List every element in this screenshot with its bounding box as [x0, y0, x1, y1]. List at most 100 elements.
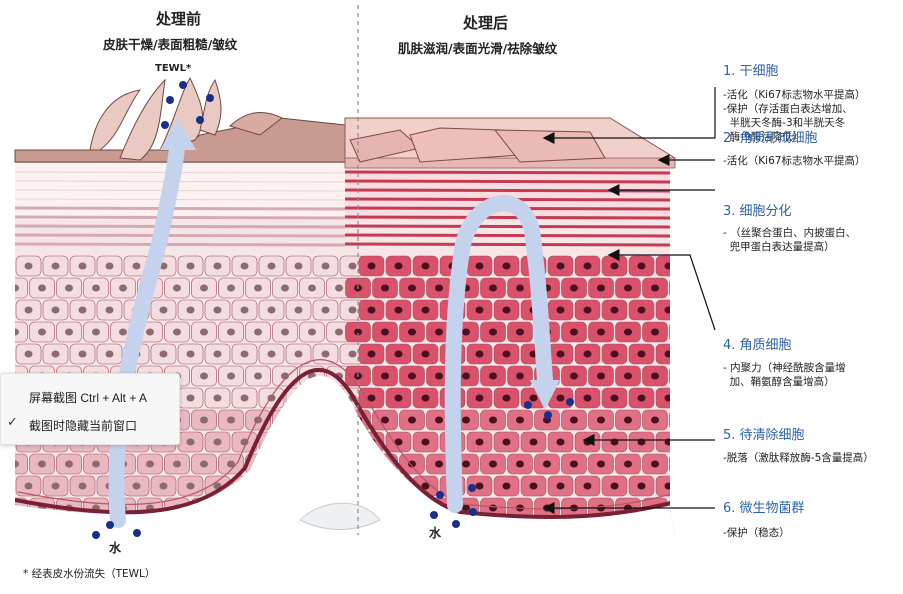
step-6-note: -活化（Ki67标志物水平提高） -保护（存活蛋白表达增加、 半胱天冬酶-3和半…: [723, 89, 866, 143]
cell-nucleus: [489, 416, 497, 424]
cell-nucleus: [15, 460, 19, 468]
cell-nucleus: [213, 306, 222, 314]
cell-nucleus: [281, 284, 289, 292]
cell-nucleus: [321, 306, 330, 314]
cell-nucleus: [381, 372, 389, 380]
cell-nucleus: [597, 460, 605, 468]
stratum-line-after: [344, 242, 675, 247]
cell-nucleus: [254, 328, 262, 336]
cell-nucleus: [227, 416, 235, 424]
cell-nucleus: [502, 262, 511, 270]
cell-nucleus: [321, 350, 330, 358]
cell-nucleus: [421, 438, 430, 446]
step-3-title: 4. 角质细胞: [723, 338, 792, 353]
cell-nucleus: [678, 329, 686, 336]
cell-nucleus: [678, 417, 686, 424]
cell-nucleus: [597, 372, 605, 380]
cell-nucleus: [597, 284, 605, 292]
cell-nucleus: [213, 262, 222, 270]
cell-nucleus: [254, 284, 262, 292]
cell-nucleus: [516, 372, 524, 380]
cell-nucleus: [92, 284, 100, 292]
cell-nucleus: [502, 350, 511, 358]
flake-2: [119, 78, 166, 161]
cell-nucleus: [78, 482, 87, 490]
cell-nucleus: [570, 460, 578, 468]
cell-nucleus: [408, 460, 416, 468]
cell-nucleus: [597, 328, 605, 336]
cell-nucleus: [624, 416, 632, 424]
cell-nucleus: [78, 350, 87, 358]
cell-nucleus: [556, 438, 565, 446]
cell-nucleus: [435, 328, 443, 336]
cell-nucleus: [462, 372, 470, 380]
basement-membrane: [15, 367, 675, 519]
cell-nucleus: [132, 262, 141, 270]
cell-nucleus: [529, 482, 538, 490]
stratum-line-before: [15, 215, 346, 220]
stratum-line-after: [344, 215, 675, 220]
step-1-title: 6. 微生物菌群: [723, 501, 805, 516]
menu-item-hide-window[interactable]: 截图时隐藏当前窗口: [29, 419, 138, 433]
cell-nucleus: [308, 328, 316, 336]
cell-nucleus: [213, 394, 222, 402]
cell-nucleus: [173, 284, 181, 292]
cell-nucleus: [435, 460, 443, 468]
cell-nucleus: [267, 350, 276, 358]
cell-nucleus: [51, 306, 60, 314]
step-2-title: 5. 待清除细胞: [723, 428, 805, 443]
cell-nucleus: [462, 460, 470, 468]
cell-nucleus: [489, 284, 497, 292]
cell-nucleus: [570, 328, 578, 336]
cell-nucleus: [227, 284, 235, 292]
cell-nucleus: [489, 460, 497, 468]
cell-nucleus: [24, 262, 33, 270]
cell-nucleus: [51, 350, 60, 358]
stratum-line-before: [15, 180, 346, 183]
step-3-note: - 内聚力（神经酰胺含量增 加、鞘氨醇含量增高）: [723, 362, 846, 388]
cell-before: [15, 321, 28, 343]
surface-after-edge: [344, 157, 676, 169]
cell-nucleus: [132, 482, 141, 490]
stratum-line-after: [344, 179, 675, 184]
cell-nucleus: [516, 328, 524, 336]
cell-nucleus: [240, 394, 249, 402]
cell-nucleus: [394, 306, 403, 314]
checkmark-icon: ✓: [7, 414, 18, 429]
cell-nucleus: [65, 460, 73, 468]
cell-nucleus: [92, 460, 100, 468]
cell-nucleus: [624, 284, 632, 292]
cell-nucleus: [502, 438, 511, 446]
footnote: * 经表皮水份流失（TEWL）: [23, 568, 156, 580]
retention-arrow: [444, 195, 553, 513]
cell-nucleus: [367, 350, 376, 358]
cell-nucleus: [421, 306, 430, 314]
cell-nucleus: [78, 262, 87, 270]
cell-nucleus: [435, 416, 443, 424]
cell-nucleus: [651, 372, 659, 380]
stratum-line-before: [15, 233, 346, 238]
cell-nucleus: [119, 284, 127, 292]
cell-nucleus: [267, 306, 276, 314]
stratum-line-before: [15, 206, 346, 211]
cell-nucleus: [78, 306, 87, 314]
cell-nucleus: [227, 460, 235, 468]
before-subtitle: 皮肤干燥/表面粗糙/皱纹: [103, 37, 238, 52]
cell-nucleus: [664, 482, 673, 490]
step-4-note: - （丝聚合蛋白、内披蛋白、 兜甲蛋白表达量提高）: [723, 227, 857, 253]
cell-nucleus: [408, 372, 416, 380]
cell-nucleus: [146, 460, 154, 468]
cell-nucleus: [381, 328, 389, 336]
cell-nucleus: [678, 373, 686, 380]
cell-nucleus: [38, 284, 46, 292]
cell-nucleus: [348, 306, 357, 314]
dermis: [15, 375, 675, 535]
cell-nucleus: [105, 262, 114, 270]
cell-nucleus: [92, 328, 100, 336]
stratum-line-before: [15, 189, 346, 192]
cell-nucleus: [502, 394, 511, 402]
menu-item-screenshot[interactable]: 屏幕截图 Ctrl + Alt + A: [29, 391, 148, 405]
cell-nucleus: [173, 460, 181, 468]
cell-nucleus: [186, 438, 195, 446]
cell-before: [15, 453, 28, 475]
